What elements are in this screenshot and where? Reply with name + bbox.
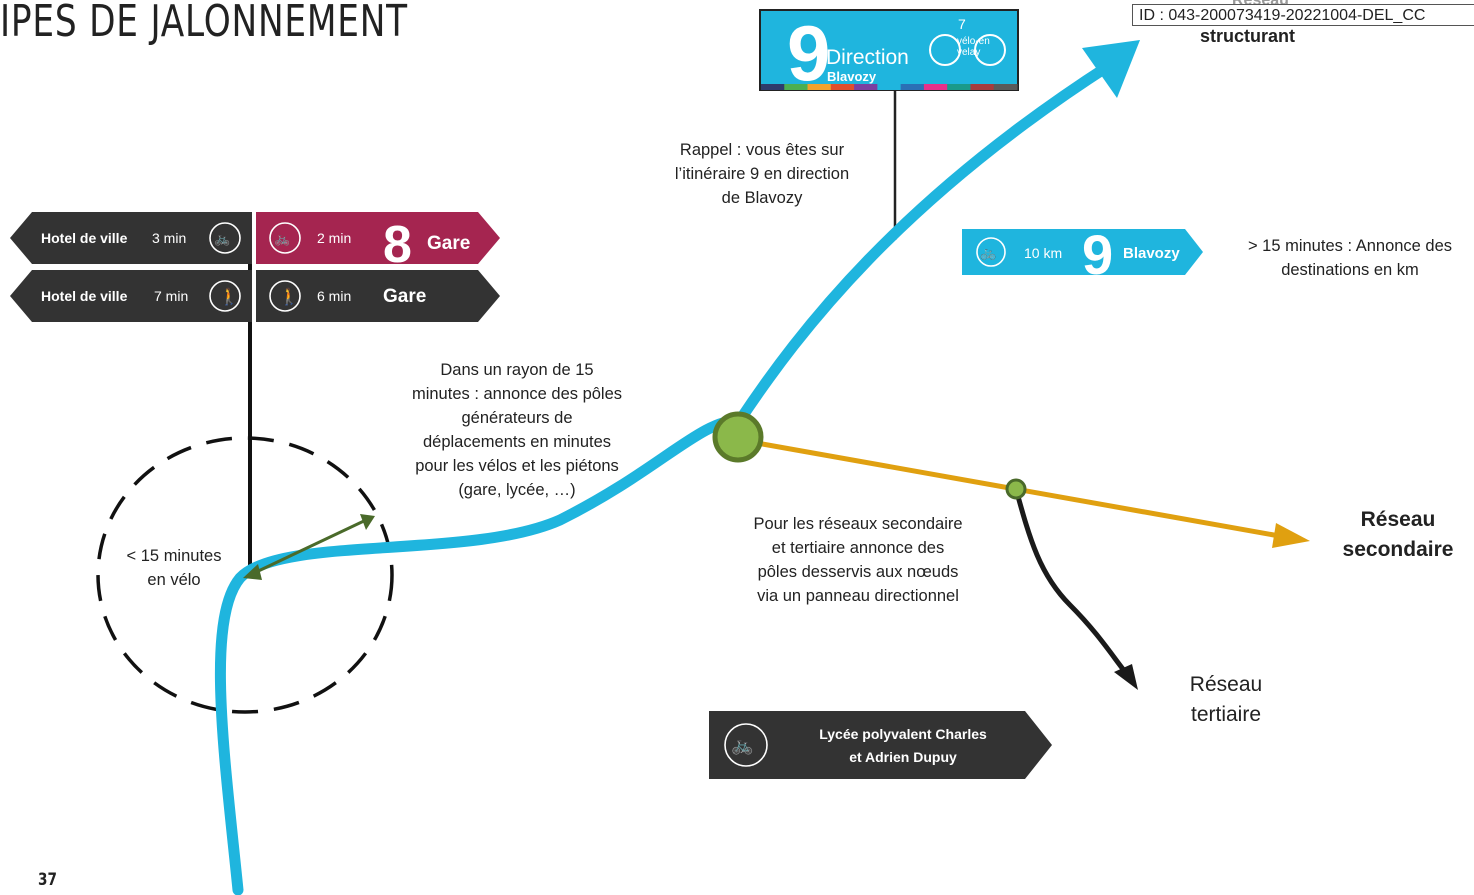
sign-color-stripe xyxy=(900,84,925,90)
bike-icon xyxy=(724,723,768,767)
sign-color-stripe xyxy=(761,84,785,90)
secondaire-arrowhead xyxy=(1272,523,1310,548)
logo-line1: vélo-en xyxy=(957,36,990,47)
row2-right-time: 6 min xyxy=(317,288,351,304)
row2-left-dest: Hotel de ville xyxy=(41,288,128,304)
lycee-line2: et Adrien Dupuy xyxy=(849,749,957,765)
row2-left-time: 7 min xyxy=(154,288,188,304)
row2-right-dest: Gare xyxy=(383,286,426,307)
sign-top-destination: Blavozy xyxy=(827,69,877,84)
sign-color-stripe xyxy=(854,84,878,90)
pedestrian-icon xyxy=(269,280,301,312)
radius-circle xyxy=(96,436,394,714)
sign-color-stripe xyxy=(784,84,809,90)
row1-left-dest: Hotel de ville xyxy=(41,230,128,246)
svg-text:🚶: 🚶 xyxy=(219,287,239,306)
svg-text:🚲: 🚲 xyxy=(980,245,996,260)
page-title: IPES DE JALONNEMENT xyxy=(0,0,408,47)
sign-km-blavozy: 🚲 10 km 9 Blavozy xyxy=(962,223,1203,286)
svg-text:🚲: 🚲 xyxy=(214,231,230,246)
structurant-route xyxy=(214,59,1116,895)
svg-text:🚶: 🚶 xyxy=(279,287,299,306)
sign-direction-blavozy: 9 Direction Blavozy 7 vélo-en velay xyxy=(759,9,1019,97)
sign-left-directional: Hotel de ville 3 min 🚲 🚲 2 min 8 Gare Ho… xyxy=(10,212,500,322)
sign-km-distance: 10 km xyxy=(1024,245,1062,261)
id-stamp: ID : 043-200073419-20221004-DEL_CC xyxy=(1132,4,1474,26)
sign-color-stripe xyxy=(970,84,995,90)
sign-color-stripe xyxy=(807,84,832,90)
bike-icon xyxy=(209,222,241,254)
secondary-node xyxy=(1005,478,1027,500)
sign-top-number: 9 xyxy=(787,9,830,97)
bike-icon xyxy=(269,222,301,254)
bike-icon xyxy=(976,237,1006,267)
svg-text:🚲: 🚲 xyxy=(731,735,753,755)
tertiaire-route xyxy=(1013,486,1133,681)
sign-color-stripe xyxy=(947,84,971,90)
logo-line2: velay xyxy=(957,47,980,58)
velo-logo-icon xyxy=(929,34,961,66)
sign-km-number: 9 xyxy=(1082,223,1113,286)
svg-text:🚲: 🚲 xyxy=(274,231,290,246)
row1-left-time: 3 min xyxy=(152,230,186,246)
row1-number: 8 xyxy=(383,216,412,274)
sign-color-stripe xyxy=(830,84,855,90)
structurant-label: structurant xyxy=(1200,26,1296,46)
sign-lycee: 🚲 Lycée polyvalent Charles et Adrien Dup… xyxy=(709,711,1052,779)
page-number: 37 xyxy=(38,870,57,890)
sign-km-destination: Blavozy xyxy=(1123,245,1180,262)
radius-arrow xyxy=(251,518,367,576)
sign-color-stripe xyxy=(993,84,1018,90)
main-node xyxy=(712,411,764,463)
row1-right-dest: Gare xyxy=(427,233,470,254)
structurant-arrowhead xyxy=(1082,40,1140,98)
pedestrian-icon xyxy=(209,280,241,312)
tertiaire-arrowhead xyxy=(1114,664,1138,690)
sign-color-stripe xyxy=(923,84,948,90)
sign-top-direction: Direction xyxy=(826,46,909,69)
logo-number: 7 xyxy=(958,16,966,32)
lycee-line1: Lycée polyvalent Charles xyxy=(819,726,987,742)
sign-color-stripe xyxy=(877,84,902,90)
row1-right-time: 2 min xyxy=(317,230,351,246)
